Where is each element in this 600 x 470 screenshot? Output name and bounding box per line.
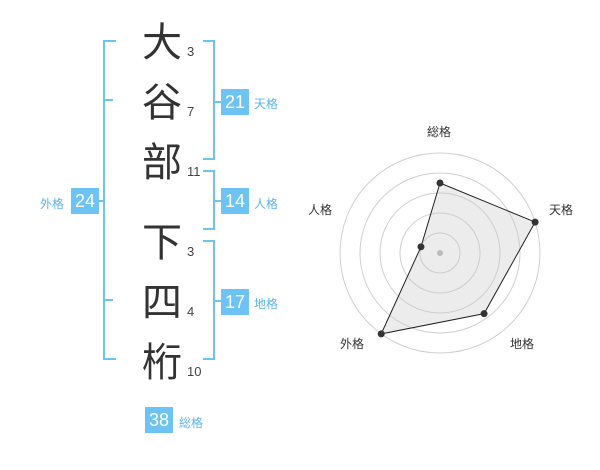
radar-axis-label-4: 外格 (340, 337, 365, 351)
soukaku-value: 38 (145, 407, 173, 433)
surname-strokes-2: 7 (187, 104, 195, 119)
radar-point-2 (531, 218, 539, 226)
radar-axis-label-2: 天格 (549, 203, 574, 217)
radar-point-5 (417, 243, 425, 251)
given-char-2: 四 (142, 280, 182, 326)
given-strokes-1: 3 (187, 244, 195, 259)
radar-grid-ring (359, 172, 521, 334)
radar-grid-ring (339, 152, 541, 354)
given-strokes-2: 4 (187, 304, 195, 319)
surname-strokes-1: 3 (187, 44, 195, 59)
surname-char-2: 谷 (142, 80, 182, 126)
radar-point-4 (377, 330, 385, 338)
soukaku-label: 総格 (179, 416, 204, 430)
radar-grid-ring (399, 212, 481, 294)
surname-char-3: 部 (142, 140, 182, 186)
radar-series-area (380, 182, 536, 335)
radar-axis-label-3: 地格 (510, 337, 535, 351)
surname-strokes-3: 11 (187, 164, 201, 179)
surname-char-1: 大 (142, 20, 182, 66)
tenkaku-value: 21 (221, 89, 249, 115)
radar-axis-label-1: 総格 (427, 125, 452, 139)
radar-center-dot (437, 250, 443, 256)
given-char-3: 桁 (142, 340, 182, 386)
gaikaku-value: 24 (71, 188, 99, 214)
given-char-1: 下 (142, 220, 182, 266)
radar-point-3 (480, 310, 488, 318)
tenkaku-label: 天格 (254, 97, 279, 111)
radar-grid-ring (419, 232, 461, 274)
radar-grid-ring (379, 192, 501, 314)
chikaku-label: 地格 (254, 297, 279, 311)
radar-axis-label-5: 人格 (308, 203, 333, 217)
given-strokes-3: 10 (187, 364, 202, 379)
jinkaku-label: 人格 (254, 197, 279, 211)
gaikaku-label: 外格 (40, 197, 65, 211)
chikaku-value: 17 (221, 289, 249, 315)
jinkaku-value: 14 (221, 188, 249, 214)
radar-point-1 (436, 179, 444, 187)
